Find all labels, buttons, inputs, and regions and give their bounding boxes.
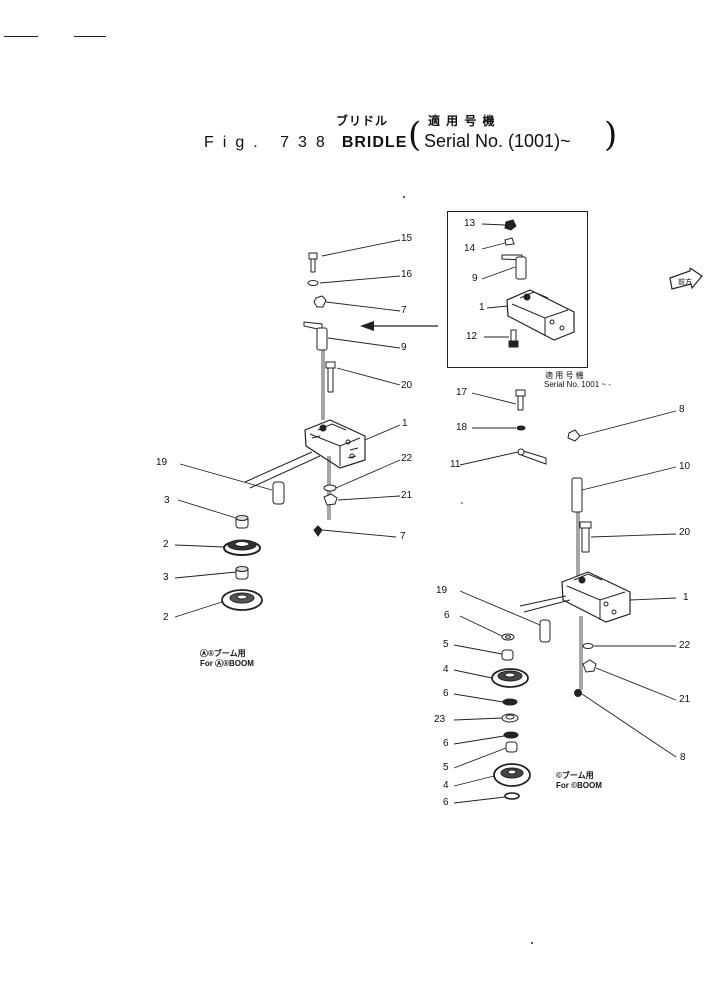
direction-arrow-icon: 前方 [669, 268, 703, 290]
inset-serial: Serial No. 1001 ~ - [544, 380, 611, 389]
scan-specks [403, 196, 533, 944]
callout-2: 2 [163, 612, 169, 623]
callout-8: 8 [680, 752, 686, 763]
callout-22: 22 [679, 640, 691, 651]
callout-9: 9 [401, 342, 407, 353]
title-japanese: ブリドル [336, 114, 389, 128]
callout-4: 4 [443, 780, 449, 791]
applicable-japanese: 適 用 号 機 [428, 114, 496, 128]
callout-6: 6 [444, 610, 450, 621]
callout-6: 6 [443, 688, 449, 699]
boom-note-c-en: For ©BOOM [556, 781, 602, 790]
leader-lines [174, 223, 677, 804]
boom-note-c: ©ブーム用 For ©BOOM [556, 771, 602, 791]
callout-19: 19 [436, 585, 448, 596]
callout-6: 6 [443, 797, 449, 808]
callout-22: 22 [401, 453, 413, 464]
boom-note-c-jp: ©ブーム用 [556, 771, 594, 780]
callout-3: 3 [163, 572, 169, 583]
corner-rule-right [74, 36, 106, 37]
callout-7: 7 [400, 531, 406, 542]
callout-11: 11 [450, 459, 461, 470]
callout-7: 7 [401, 305, 407, 316]
callout-1: 1 [683, 592, 689, 603]
callout-1: 1 [402, 418, 408, 429]
callout-3: 3 [164, 495, 170, 506]
boom-note-ab-jp: Ⓐ®ブーム用 [200, 649, 246, 658]
callout-20: 20 [401, 380, 413, 391]
paren-close: ) [604, 115, 618, 155]
figure-title: Fig. 738 BRIDLE [204, 134, 407, 152]
callout-12: 12 [466, 331, 478, 342]
boom-note-ab: Ⓐ®ブーム用 For Ⓐ®BOOM [200, 649, 254, 669]
callout-5: 5 [443, 762, 449, 773]
callout-19: 19 [156, 457, 168, 468]
inset-applicable-jp: 適 用 号 機 [545, 371, 584, 380]
left-assembly [221, 252, 366, 611]
callout-14: 14 [464, 243, 476, 254]
callout-6: 6 [443, 738, 449, 749]
boom-note-ab-en: For Ⓐ®BOOM [200, 659, 254, 668]
callout-13: 13 [464, 218, 476, 229]
corner-rule-left [4, 36, 38, 37]
paren-open: ( [408, 115, 422, 155]
figure-number: Fig. 738 [204, 134, 334, 151]
inset-variant-box [447, 211, 588, 368]
callout-15: 15 [401, 233, 413, 244]
callout-5: 5 [443, 639, 449, 650]
callout-17: 17 [456, 387, 468, 398]
callout-8: 8 [679, 404, 685, 415]
callout-9: 9 [472, 273, 478, 284]
callout-20: 20 [679, 527, 691, 538]
callout-4: 4 [443, 664, 449, 675]
callout-23: 23 [434, 714, 446, 725]
callout-18: 18 [456, 422, 468, 433]
callout-2: 2 [163, 539, 169, 550]
callout-10: 10 [679, 461, 691, 472]
callout-21: 21 [679, 694, 691, 705]
direction-arrow-label: 前方 [678, 277, 692, 286]
callout-16: 16 [401, 269, 413, 280]
inset-assembly [501, 219, 575, 348]
callout-1: 1 [479, 302, 485, 313]
part-name: BRIDLE [341, 134, 408, 151]
serial-range: Serial No. (1001)~ [424, 131, 571, 151]
callout-21: 21 [401, 490, 413, 501]
right-assembly [491, 389, 631, 800]
